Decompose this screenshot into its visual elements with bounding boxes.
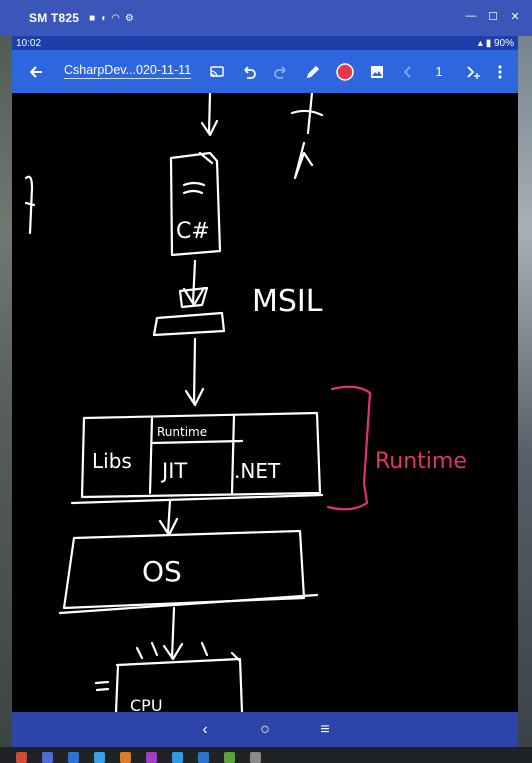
- gear-icon: ⚙: [124, 12, 134, 24]
- libs-label: Libs: [92, 449, 132, 473]
- taskbar-app-icon[interactable]: [250, 752, 261, 763]
- taskbar-app-icon[interactable]: [16, 752, 27, 763]
- jit-label: JIT: [160, 459, 187, 483]
- scribble-top-right: [290, 93, 324, 180]
- signal-icon: ▴ ▮: [477, 37, 492, 49]
- csharp-label: C#: [176, 219, 210, 244]
- back-arrow-icon[interactable]: [22, 50, 50, 93]
- wifi-icon: ◠: [111, 12, 120, 24]
- drawing-canvas[interactable]: MSIL C# Runtime Libs JIT .NET OS CPU Run…: [12, 93, 518, 712]
- cpu-marks: [135, 641, 242, 663]
- nav-home-button[interactable]: ○: [260, 720, 270, 738]
- taskbar-app-icon[interactable]: [68, 752, 79, 763]
- minimize-icon[interactable]: —: [465, 10, 477, 22]
- os-taskbar: [0, 747, 532, 763]
- headphones-icon: ◖: [100, 12, 107, 24]
- status-time: 10:02: [16, 37, 42, 49]
- arrow-to-compiler: [182, 259, 206, 307]
- document-title[interactable]: CsharpDev...020-11-11: [64, 63, 192, 79]
- previous-page-icon[interactable]: [396, 50, 420, 93]
- taskbar-app-icon[interactable]: [146, 752, 157, 763]
- taskbar-app-icon[interactable]: [198, 752, 209, 763]
- image-icon[interactable]: [364, 50, 390, 93]
- window-titlebar: SM T825 ■ ◖ ◠ ⚙ — ☐ ✕: [0, 0, 532, 36]
- os-label: OS: [142, 555, 182, 588]
- nav-back-button[interactable]: ‹: [202, 720, 208, 738]
- net-label: .NET: [234, 459, 281, 483]
- taskbar-app-icon[interactable]: [224, 752, 235, 763]
- os-box: [62, 529, 306, 610]
- runtime-box: [80, 411, 322, 499]
- cpu-box: [94, 657, 244, 712]
- cpu-label: CPU: [130, 696, 163, 712]
- runtime-side-label: Runtime: [375, 449, 467, 474]
- taskbar-app-icon[interactable]: [42, 752, 53, 763]
- more-options-icon[interactable]: [490, 50, 510, 93]
- app-toolbar: CsharpDev...020-11-11 1: [12, 50, 518, 93]
- window-controls: — ☐ ✕: [464, 10, 522, 23]
- undo-icon[interactable]: [236, 50, 262, 93]
- arrow-to-os: [158, 499, 179, 537]
- arrow-to-csharp: [200, 93, 219, 137]
- msil-label: MSIL: [252, 284, 323, 319]
- arrow-to-cpu: [162, 606, 184, 661]
- taskbar-app-icon[interactable]: [172, 752, 183, 763]
- csharp-document: [169, 151, 222, 257]
- desktop-background-right: [518, 0, 532, 763]
- runtime-box-dividers: [148, 413, 244, 495]
- close-icon[interactable]: ✕: [510, 11, 520, 23]
- runtime-top-label: Runtime: [157, 425, 207, 439]
- window-status-icons: ■ ◖ ◠ ⚙: [89, 13, 134, 24]
- taskbar-app-icon[interactable]: [94, 752, 105, 763]
- nav-recents-button[interactable]: ≡: [320, 720, 330, 738]
- window-title: SM T825: [29, 11, 80, 25]
- os-base-line: [58, 593, 319, 615]
- handwritten-diagram: MSIL C# Runtime Libs JIT .NET OS CPU Run…: [24, 93, 467, 712]
- compiler-box: [152, 286, 226, 337]
- android-navbar: ‹ ○ ≡: [12, 712, 518, 747]
- battery-level: 90%: [493, 37, 514, 49]
- runtime-bracket: [326, 385, 372, 511]
- status-right: ▴ ▮ 90%: [478, 38, 514, 49]
- csharp-document-lines: [182, 151, 214, 195]
- video-icon: ■: [89, 12, 96, 24]
- add-page-icon[interactable]: [460, 50, 486, 93]
- page-number: 1: [435, 64, 443, 79]
- scribble-left: [24, 175, 36, 235]
- maximize-icon[interactable]: ☐: [488, 11, 498, 23]
- device-status-bar: 10:02 ▴ ▮ 90%: [12, 36, 518, 50]
- pen-icon[interactable]: [300, 50, 326, 93]
- runtime-base-line: [70, 493, 324, 505]
- cast-icon[interactable]: [204, 50, 230, 93]
- redo-icon[interactable]: [268, 50, 294, 93]
- color-picker-button[interactable]: [332, 50, 358, 93]
- taskbar-app-icon[interactable]: [120, 752, 131, 763]
- arrow-to-runtime: [184, 337, 205, 407]
- desktop-background-left: [0, 0, 12, 763]
